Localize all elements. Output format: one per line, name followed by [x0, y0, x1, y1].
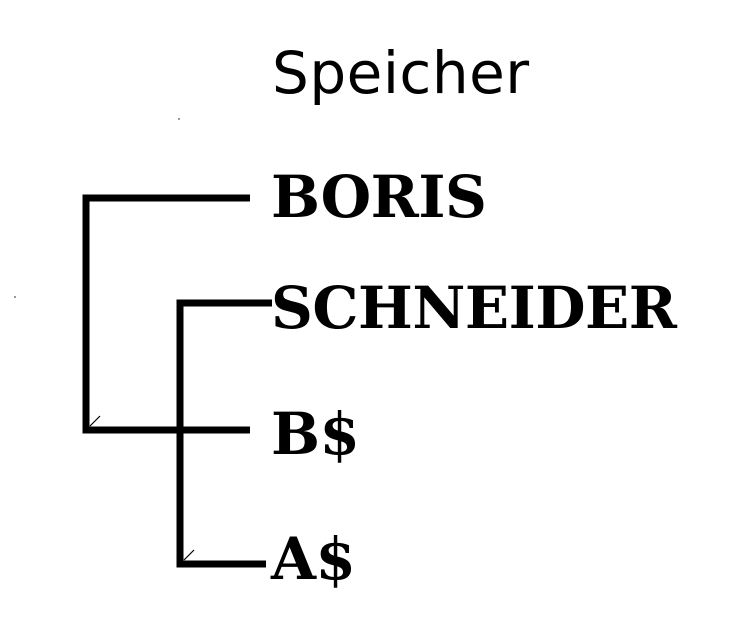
arrow-tick-bdollar [89, 415, 101, 427]
entry-label-schneider: SCHNEIDER [271, 274, 677, 342]
entry-label-bdollar: B$ [271, 400, 360, 468]
connector-boris-bdollar [82, 194, 250, 434]
scan-speck [178, 118, 180, 120]
scan-speck [14, 296, 16, 298]
entry-label-boris: BORIS [271, 163, 487, 231]
arrow-tick-adollar [183, 549, 195, 561]
connector-schneider-adollar [176, 299, 272, 568]
diagram-title: Speicher [272, 39, 530, 107]
entry-label-adollar: A$ [271, 525, 356, 593]
